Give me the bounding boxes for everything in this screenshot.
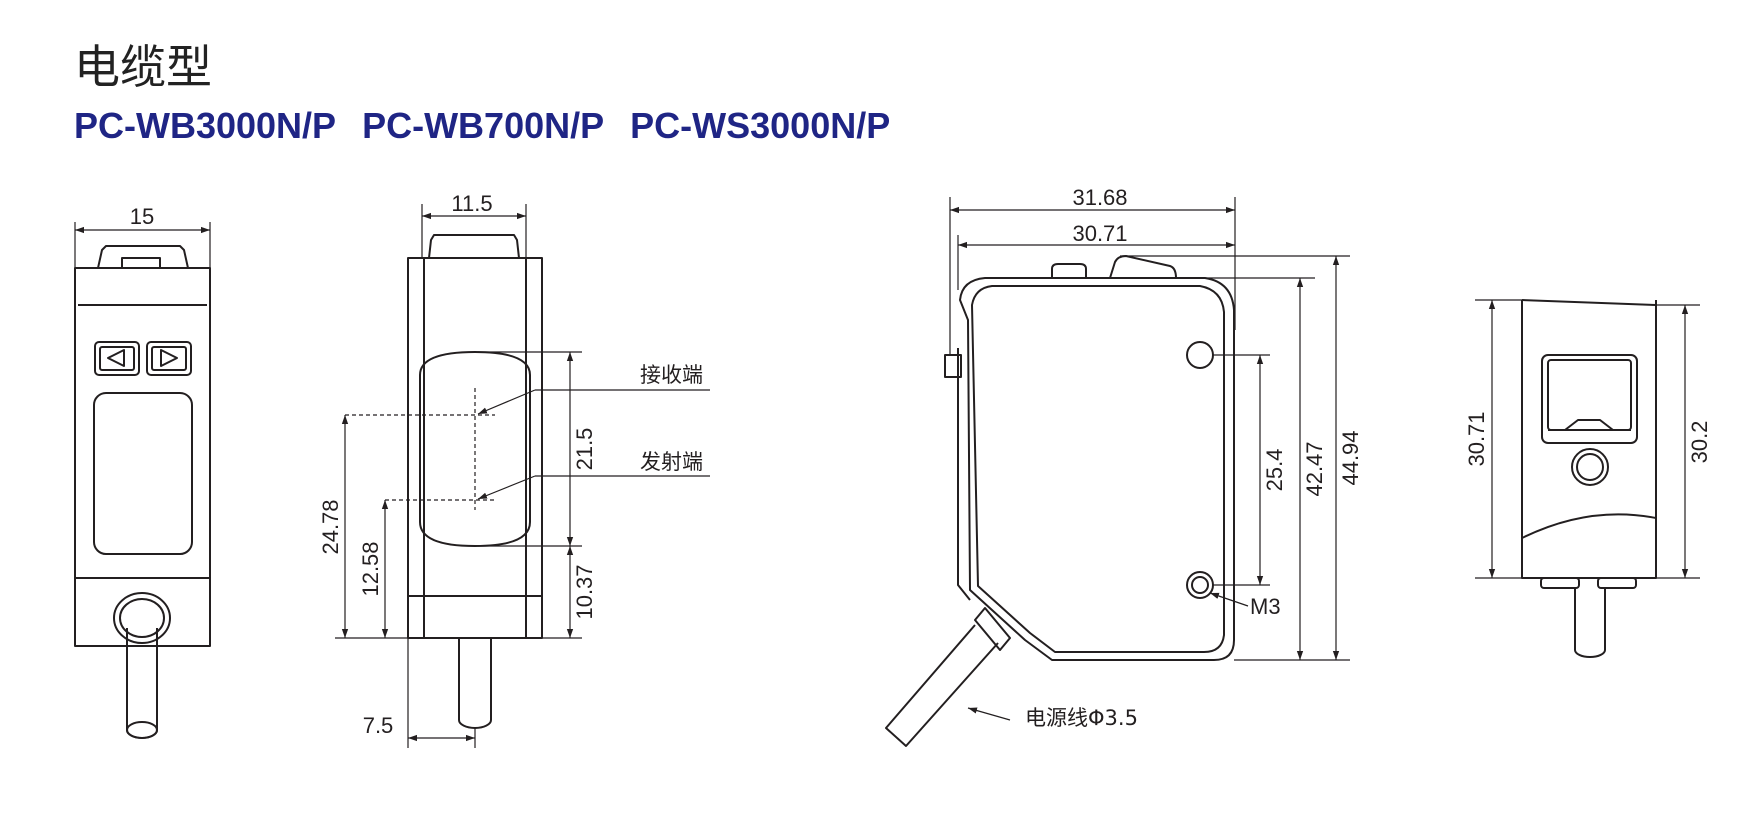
emitter-label: 发射端 — [640, 450, 703, 474]
body-view: 31.68 30.71 M3 25.4 42.47 44.94 — [885, 185, 1363, 747]
rear-right-height-label: 30.2 — [1687, 421, 1712, 464]
power-cable — [885, 624, 999, 747]
side-body — [407, 257, 543, 639]
sensor-body — [959, 277, 1235, 661]
rear-indicator — [1571, 448, 1609, 486]
mount-hole-bottom — [1186, 571, 1214, 599]
mount-hole-top — [1186, 341, 1214, 369]
model-name: PC-WS3000N/P — [630, 105, 891, 146]
side-cable — [458, 638, 492, 729]
lens-height-label: 21.5 — [572, 428, 597, 471]
rear-window — [1541, 354, 1638, 444]
front-view: 15 — [74, 204, 211, 739]
lens-window — [419, 351, 531, 547]
model-list: PC-WB3000N/P PC-WB700N/P PC-WS3000N/P — [74, 108, 916, 144]
front-body — [74, 267, 211, 579]
inner-width-label: 30.71 — [1072, 221, 1127, 246]
cable-label: 电源线Φ3.5 — [1025, 706, 1138, 730]
hole-spacing-label: 25.4 — [1262, 449, 1287, 492]
receiver-height-label: 24.78 — [318, 499, 343, 554]
rear-left-height-label: 30.71 — [1464, 411, 1489, 466]
side-width-label: 11.5 — [451, 191, 492, 216]
side-view: 11.5 接收端 发射端 21.5 10.37 24.78 12 — [318, 191, 710, 748]
right-button — [146, 341, 192, 376]
left-triangle-icon — [107, 349, 125, 367]
rear-view: 30.71 30.2 — [1464, 299, 1712, 658]
model-name: PC-WB700N/P — [362, 105, 605, 146]
emitter-height-label: 12.58 — [358, 541, 383, 596]
front-width-label: 15 — [130, 204, 154, 229]
bottom-offset-label: 10.37 — [572, 564, 597, 619]
rear-cable — [1574, 588, 1606, 658]
right-triangle-icon — [160, 349, 178, 367]
display-window — [93, 392, 193, 555]
body-height-label: 42.47 — [1302, 441, 1327, 496]
outer-width-label: 31.68 — [1072, 185, 1127, 210]
total-height-label: 44.94 — [1338, 430, 1363, 485]
page-title: 电缆型 — [74, 40, 212, 94]
rear-body — [1521, 300, 1657, 579]
model-name: PC-WB3000N/P — [74, 105, 337, 146]
hole-size-label: M3 — [1250, 594, 1281, 619]
left-button — [94, 341, 140, 376]
cable-offset-label: 7.5 — [363, 713, 394, 738]
receiver-label: 接收端 — [640, 363, 703, 387]
